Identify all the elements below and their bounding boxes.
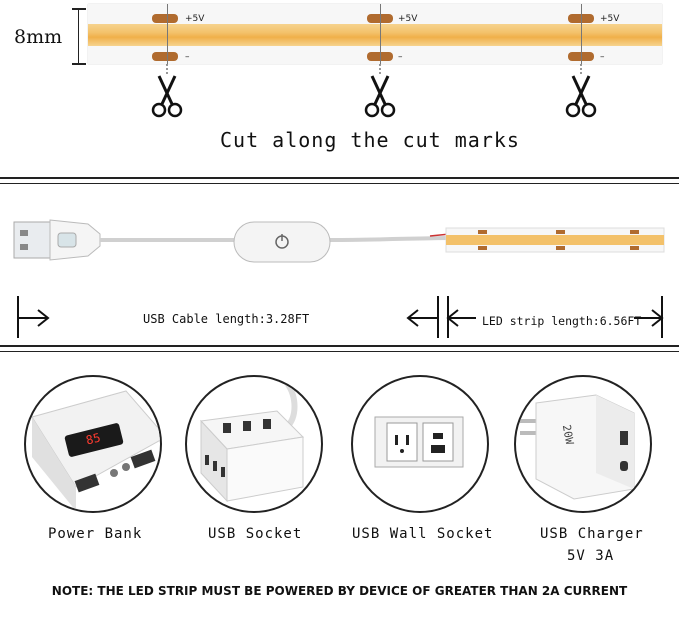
usb-wall-socket-label: USB Wall Socket: [352, 526, 494, 542]
minus-label: –: [398, 52, 403, 62]
usb-charger-spec: 5V 3A: [567, 548, 615, 564]
scissors-icon: [363, 64, 397, 120]
power-bank-image: [24, 375, 162, 513]
usb-charger-image: [514, 375, 652, 513]
usb-cable-length-label: USB Cable length:3.28FT: [143, 312, 310, 326]
power-bank-icon: [31, 390, 160, 511]
minus-label: –: [185, 52, 190, 62]
usb-wall-socket-image: [351, 375, 489, 513]
copper-pad: [152, 52, 178, 61]
plus-label: +5V: [398, 14, 418, 24]
width-label: 8mm: [14, 26, 63, 48]
usb-socket-label: USB Socket: [208, 526, 303, 542]
scissors-icon: [564, 64, 598, 120]
section-divider: [0, 351, 679, 352]
usb-socket-image: [185, 375, 323, 513]
cut-caption: Cut along the cut marks: [220, 128, 520, 152]
minus-label: –: [600, 52, 605, 62]
section-divider: [0, 177, 679, 179]
power-note: NOTE: THE LED STRIP MUST BE POWERED BY D…: [51, 584, 628, 598]
copper-pad: [152, 14, 178, 23]
charger-icon: [520, 394, 635, 500]
led-strip-closeup: +5V – +5V – +5V –: [88, 4, 662, 64]
led-glow: [88, 24, 662, 46]
plus-label: +5V: [600, 14, 620, 24]
power-bank-label: Power Bank: [48, 526, 143, 542]
section-divider: [0, 183, 679, 184]
led-strip-length-label: LED strip length:6.56FT: [482, 314, 642, 328]
wall-socket-icon: [374, 416, 464, 468]
usb-cable-dimension: [0, 292, 679, 342]
usb-charger-label: USB Charger: [540, 526, 644, 542]
plus-label: +5V: [185, 14, 205, 24]
section-divider: [0, 345, 679, 347]
scissors-icon: [150, 64, 184, 120]
usb-cable-illustration: [0, 200, 679, 280]
usb-socket-icon: [199, 381, 305, 503]
